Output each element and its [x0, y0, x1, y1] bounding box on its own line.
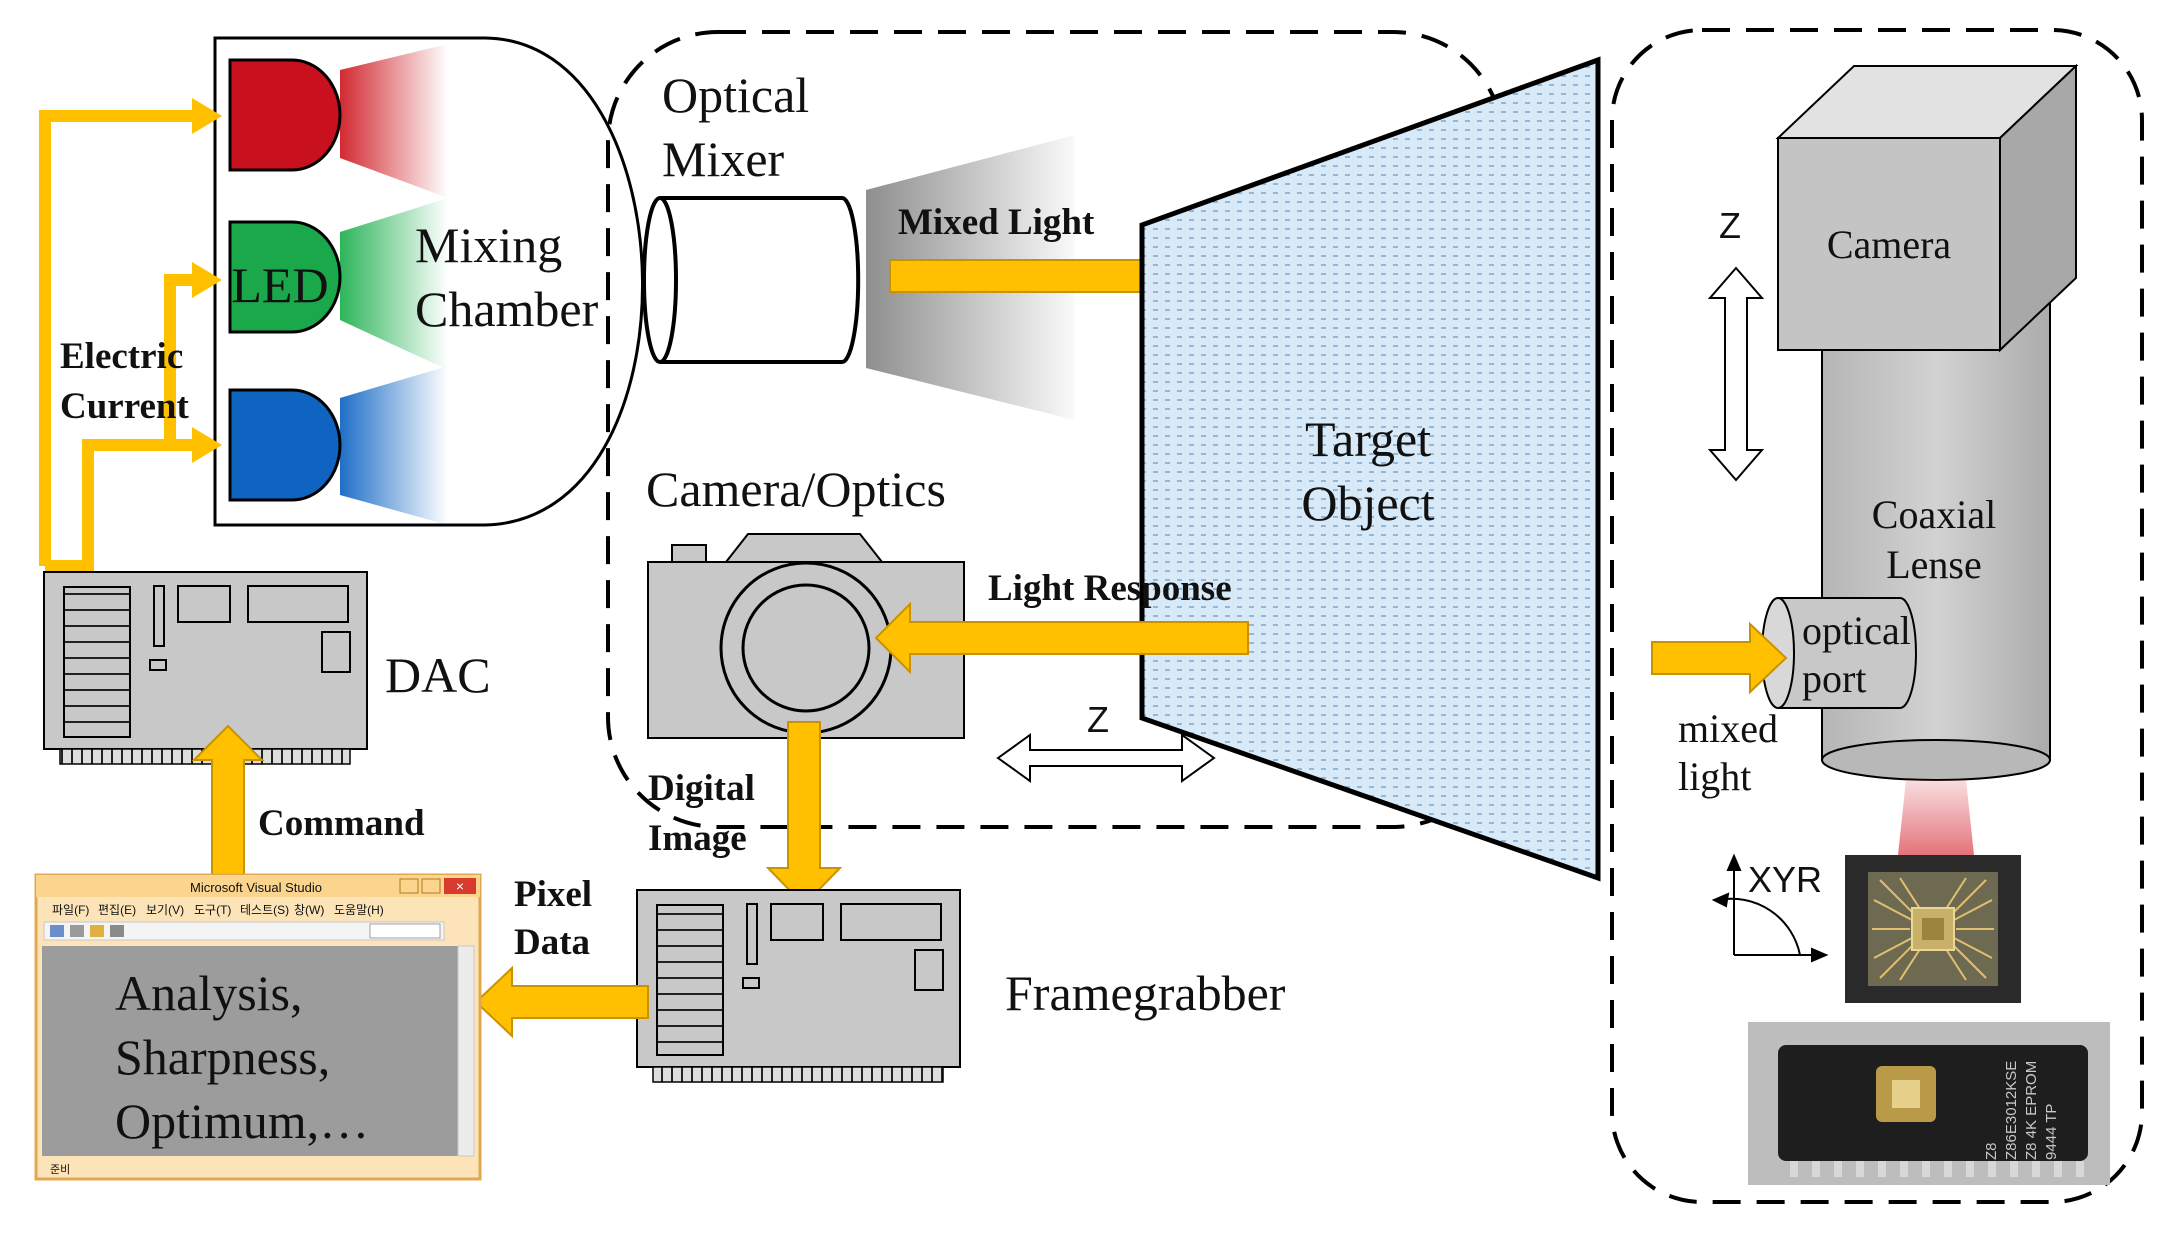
target-object-plane — [1139, 56, 1601, 882]
blue-light-cone — [340, 366, 448, 525]
toolbar-combo[interactable] — [369, 923, 441, 939]
chip-marking-date: 9444 TP — [2043, 1104, 2060, 1160]
z-axis-horizontal-arrow — [996, 733, 1216, 783]
mixed-light-small-label-line1: mixed — [1678, 706, 1778, 751]
dac-label: DAC — [385, 647, 491, 703]
command-label: Command — [258, 803, 425, 844]
optical-mixer-label-line2: Mixer — [662, 131, 785, 187]
maximize-button[interactable] — [421, 878, 441, 894]
chip-marking-part: Z86E3012KSE — [2003, 1061, 2020, 1160]
eprom-chip-photo: Z8 Z86E3012KSE Z8 4K EPROM 9444 TP — [1748, 1022, 2110, 1185]
mixed-light-input-arrow — [1651, 621, 1788, 695]
content-line-optimum: Optimum,… — [115, 1093, 369, 1149]
content-line-analysis: Analysis, — [115, 965, 303, 1021]
red-light-cone — [340, 44, 448, 198]
toolbar-open-icon[interactable] — [90, 925, 104, 937]
framegrabber-board-icon — [636, 889, 961, 1083]
mixed-light-small-label-line2: light — [1678, 754, 1751, 799]
mixed-light-label: Mixed Light — [898, 202, 1095, 243]
toolbar-saveall-icon[interactable] — [110, 925, 124, 937]
coaxial-lense-label-line1: Coaxial — [1872, 492, 1996, 537]
pixel-data-label-line1: Pixel — [514, 874, 592, 915]
led-label: LED — [231, 257, 328, 313]
vertical-scrollbar[interactable] — [457, 945, 475, 1157]
menu-item-file[interactable]: 파일(F) — [52, 903, 89, 917]
z-axis-vertical-arrow — [1707, 266, 1765, 482]
electric-current-wires — [39, 98, 222, 572]
camera-cube-icon — [1775, 63, 2079, 353]
target-object-label-line2: Object — [1301, 475, 1434, 531]
red-led-icon — [228, 58, 342, 172]
optical-mixer-tube-icon — [642, 196, 861, 364]
menu-item-view[interactable]: 보기(V) — [146, 903, 184, 917]
digital-image-label-line1: Digital — [648, 768, 755, 809]
chip-marking-type: Z8 4K EPROM — [2023, 1061, 2040, 1160]
close-button[interactable] — [444, 878, 476, 894]
optical-mixer-dashed-boundary — [606, 30, 1505, 829]
optical-port-label-line1: optical — [1802, 608, 1911, 653]
camera-optics-label: Camera/Optics — [646, 461, 946, 517]
content-line-sharpness: Sharpness, — [115, 1029, 330, 1085]
framegrabber-label: Framegrabber — [1005, 965, 1286, 1021]
menu-item-tools[interactable]: 도구(T) — [194, 903, 231, 917]
window-title: Microsoft Visual Studio — [190, 880, 322, 895]
command-arrow — [191, 724, 265, 881]
digital-image-label-line2: Image — [648, 818, 747, 859]
green-light-cone — [340, 198, 448, 370]
menu-item-help[interactable]: 도움말(H) — [334, 903, 384, 917]
dac-board-icon — [43, 571, 368, 765]
optical-port-label-line2: port — [1802, 656, 1866, 701]
toolbar — [43, 921, 445, 941]
coaxial-lense-label-line2: Lense — [1886, 542, 1982, 587]
xyr-axes-icon — [1711, 853, 1829, 963]
chip-die-photo — [1845, 855, 2021, 1003]
digital-image-arrow — [765, 721, 843, 907]
right-panel-dashed-boundary — [1610, 28, 2144, 1204]
camera-label: Camera — [1827, 222, 1952, 267]
pixel-data-arrow — [474, 965, 649, 1039]
inspection-beam — [1898, 780, 1974, 855]
pixel-data-label-line2: Data — [514, 922, 590, 963]
electric-current-label-line1: Electric — [60, 336, 183, 377]
green-led-icon — [228, 220, 342, 334]
content-area — [42, 946, 458, 1156]
optical-mixer-label-line1: Optical — [662, 67, 809, 123]
close-icon: × — [456, 878, 464, 894]
mixing-chamber-label-line1: Mixing — [415, 217, 562, 273]
light-response-arrow — [874, 601, 1249, 675]
z-axis-vertical-label: Z — [1719, 205, 1741, 246]
blue-led-icon — [228, 388, 342, 502]
minimize-button[interactable] — [399, 878, 419, 894]
mixing-chamber: LED Mixing Chamber — [213, 36, 644, 527]
light-response-label: Light Response — [988, 568, 1232, 609]
electric-current-label-line2: Current — [60, 386, 189, 427]
software-window: Microsoft Visual Studio × 파일(F) 편집(E) 보기… — [34, 873, 482, 1181]
menu-item-test[interactable]: 테스트(S) — [240, 903, 289, 917]
mixing-chamber-label-line2: Chamber — [415, 281, 599, 337]
z-axis-horizontal-label: Z — [1087, 699, 1109, 740]
status-bar-text: 준비 — [50, 1163, 70, 1176]
menu-item-window[interactable]: 창(W) — [294, 903, 324, 917]
toolbar-new-icon[interactable] — [50, 925, 64, 937]
xyr-label: XYR — [1748, 859, 1822, 900]
toolbar-save-icon[interactable] — [70, 925, 84, 937]
chip-marking-brand: Z8 — [1983, 1142, 2000, 1160]
menu-item-edit[interactable]: 편집(E) — [98, 903, 136, 917]
target-object-label-line1: Target — [1305, 411, 1431, 467]
